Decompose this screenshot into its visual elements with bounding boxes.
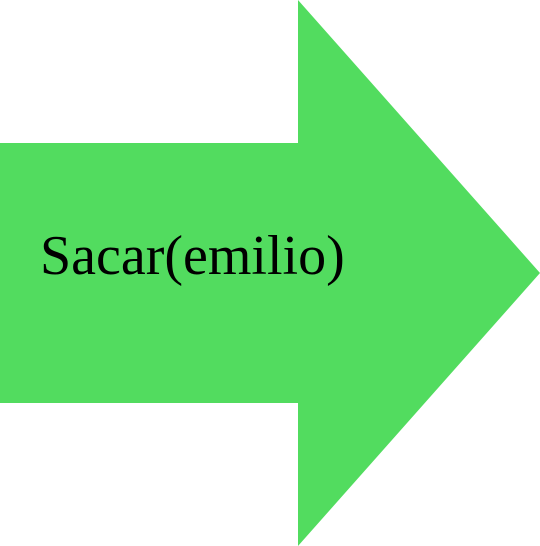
arrow-label: Sacar(emilio) bbox=[40, 225, 345, 287]
